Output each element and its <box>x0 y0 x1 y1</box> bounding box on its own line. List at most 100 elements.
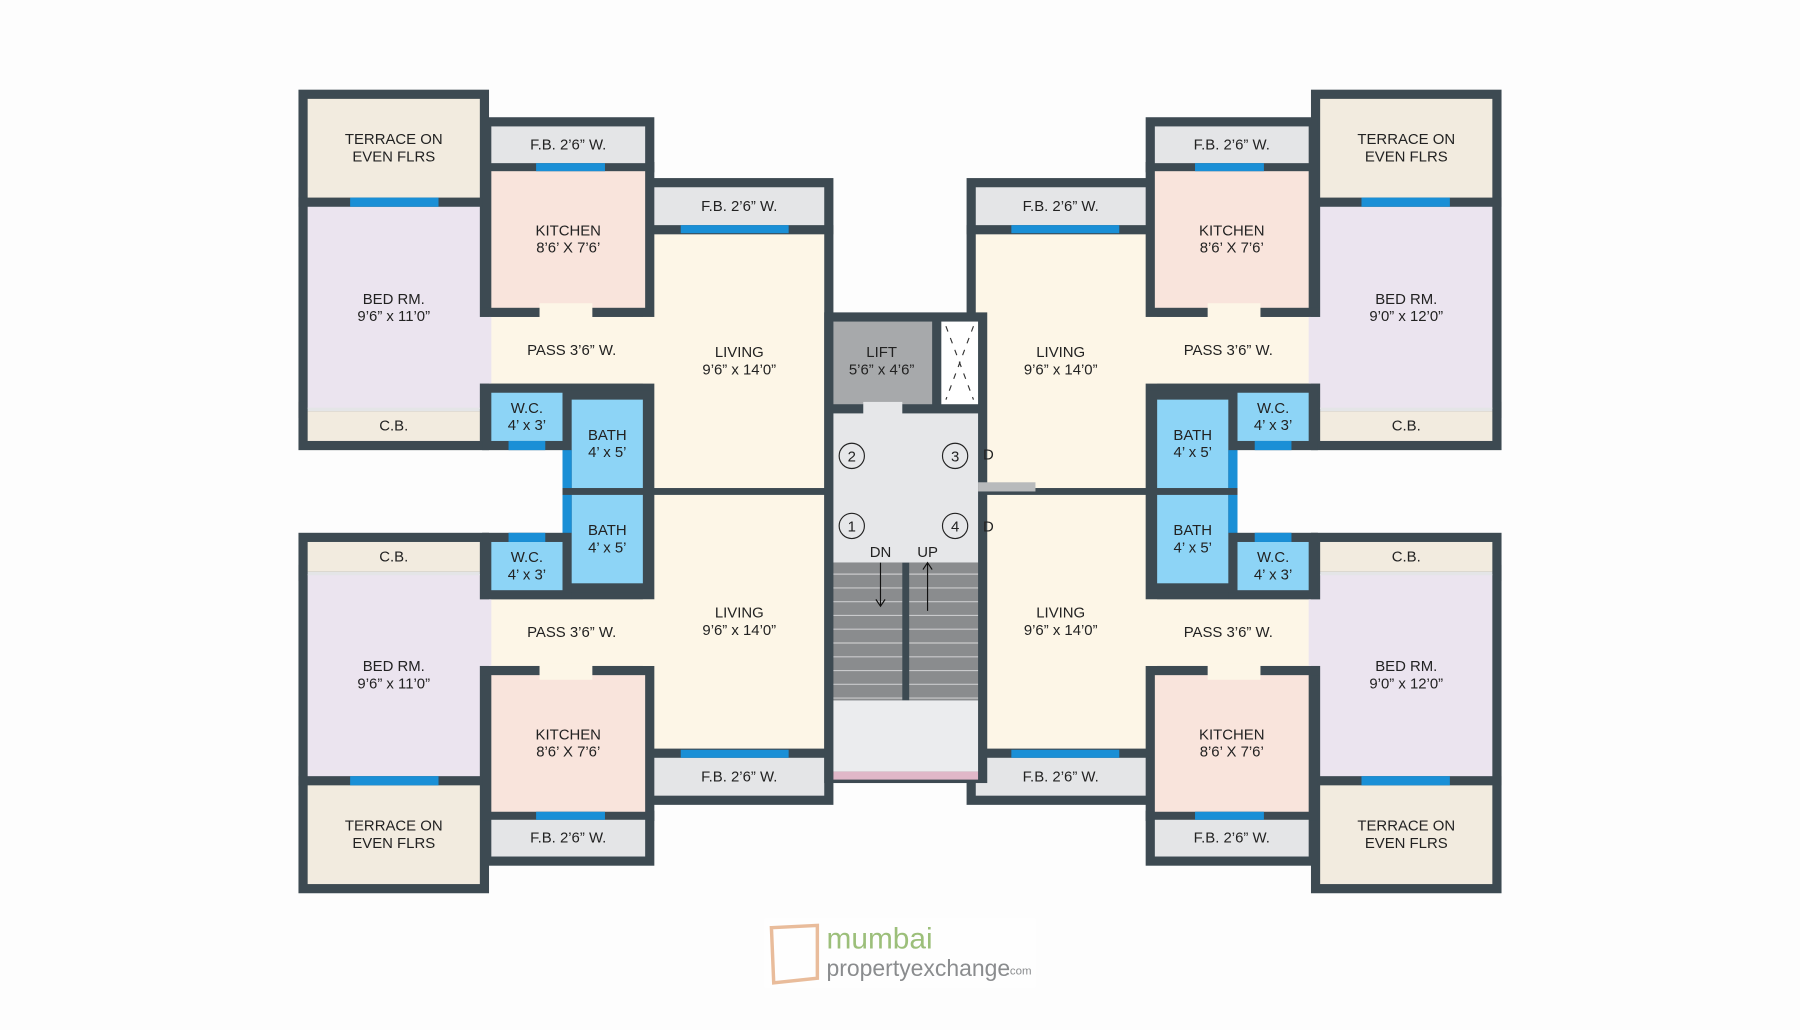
label-line: LIVING <box>1036 344 1085 361</box>
room-pass <box>1145 316 1311 384</box>
label-line: W.C. <box>511 400 543 417</box>
label-line: PASS 3’6” W. <box>527 342 616 359</box>
flat-number-3: 3 <box>951 449 959 466</box>
room-cb <box>307 411 480 441</box>
label-line: 8’6’ X 7’6’ <box>536 744 600 761</box>
label-wc: W.C.4’ x 3’ <box>508 549 546 583</box>
room-terrace <box>1320 785 1493 885</box>
label-line: 9’6” x 11’0” <box>357 675 430 692</box>
label-line: 9’6” x 14’0” <box>1024 361 1098 378</box>
room-bath <box>571 494 643 584</box>
room-wc <box>491 392 563 441</box>
opening <box>1207 663 1261 680</box>
label-line: 4’ x 3’ <box>1254 566 1292 583</box>
flat-number-circle <box>838 512 865 540</box>
label-line: 8’6’ X 7’6’ <box>536 240 600 257</box>
label-fbk: F.B. 2’6” W. <box>530 830 606 847</box>
watermark-line1: mumbai <box>827 922 933 955</box>
watermark-logo-icon <box>769 923 820 985</box>
room-bath <box>571 399 643 489</box>
room-bed <box>307 574 480 777</box>
room-wc <box>1237 392 1309 441</box>
window <box>1195 811 1264 820</box>
room-fbl <box>975 757 1146 796</box>
label-line: KITCHEN <box>536 222 601 239</box>
label-line: BED RM. <box>1375 658 1437 675</box>
label-bed: BED RM.9’0” x 12’0” <box>1369 291 1443 325</box>
opening <box>1308 316 1323 384</box>
label-fbl: F.B. 2’6” W. <box>1023 768 1099 785</box>
core: LIFT 5’6” x 4’6” 2 3 1 4 D D DN UP <box>824 312 1036 784</box>
opening <box>642 599 657 666</box>
label-wc: W.C.4’ x 3’ <box>508 400 546 434</box>
label-line: 4’ x 3’ <box>1254 417 1292 434</box>
arrow-down-icon <box>875 562 886 608</box>
lift <box>833 321 933 405</box>
opening <box>1308 599 1323 666</box>
label-line: 9’6” x 11’0” <box>357 308 430 325</box>
label-pass: PASS 3’6” W. <box>1184 624 1273 641</box>
label-line: BATH <box>588 427 627 444</box>
label-wc: W.C.4’ x 3’ <box>1254 549 1292 583</box>
label-line: TERRACE ON <box>1357 131 1455 148</box>
label-line: PASS 3’6” W. <box>1184 342 1273 359</box>
stairs-up-label: UP <box>917 544 938 561</box>
label-line: F.B. 2’6” W. <box>1194 830 1270 847</box>
label-fbk: F.B. 2’6” W. <box>1194 136 1270 153</box>
opening <box>539 303 593 320</box>
label-line: LIVING <box>1036 605 1085 622</box>
opening <box>1320 407 1493 412</box>
label-line: 4’ x 5’ <box>588 539 626 556</box>
label-line: PASS 3’6” W. <box>1184 624 1273 641</box>
room-cb <box>1320 411 1493 441</box>
room-wc <box>491 541 563 591</box>
label-line: F.B. 2’6” W. <box>1023 768 1099 785</box>
label-line: LIVING <box>715 605 764 622</box>
opening <box>307 407 480 412</box>
label-line: BATH <box>1173 427 1212 444</box>
room-fbk <box>491 126 646 164</box>
label-line: BATH <box>588 522 627 539</box>
label-line: F.B. 2’6” W. <box>1023 198 1099 215</box>
room-fbl <box>654 757 825 796</box>
window <box>350 776 439 786</box>
room-fbk <box>1154 819 1309 857</box>
room-living <box>975 234 1146 489</box>
room-bed <box>1320 574 1493 777</box>
room-pass <box>489 316 655 384</box>
label-line: 4’ x 5’ <box>588 444 626 461</box>
shaft-cross-icon <box>945 325 975 400</box>
opening <box>1143 316 1158 384</box>
room-pass <box>489 599 655 666</box>
label-line: KITCHEN <box>1199 222 1264 239</box>
opening <box>642 316 657 384</box>
window <box>562 494 572 533</box>
label-fbl: F.B. 2’6” W. <box>701 198 777 215</box>
stairs-down-label: DN <box>870 544 892 561</box>
watermark-suffix: .com <box>1007 966 1032 978</box>
label-line: 4’ x 3’ <box>508 566 546 583</box>
window <box>1011 749 1120 758</box>
opening <box>1320 571 1493 576</box>
room-living <box>975 494 1146 749</box>
window <box>508 532 546 542</box>
window <box>1228 494 1238 533</box>
room-cb <box>307 541 480 572</box>
label-line: KITCHEN <box>536 726 601 743</box>
label-line: LIVING <box>715 344 764 361</box>
lobby-partition <box>978 482 1036 492</box>
label-line: BED RM. <box>1375 291 1437 308</box>
label-line: EVEN FLRS <box>352 148 435 165</box>
rooms-layer <box>307 98 1493 885</box>
label-line: F.B. 2’6” W. <box>530 136 606 153</box>
label-line: W.C. <box>1257 400 1289 417</box>
